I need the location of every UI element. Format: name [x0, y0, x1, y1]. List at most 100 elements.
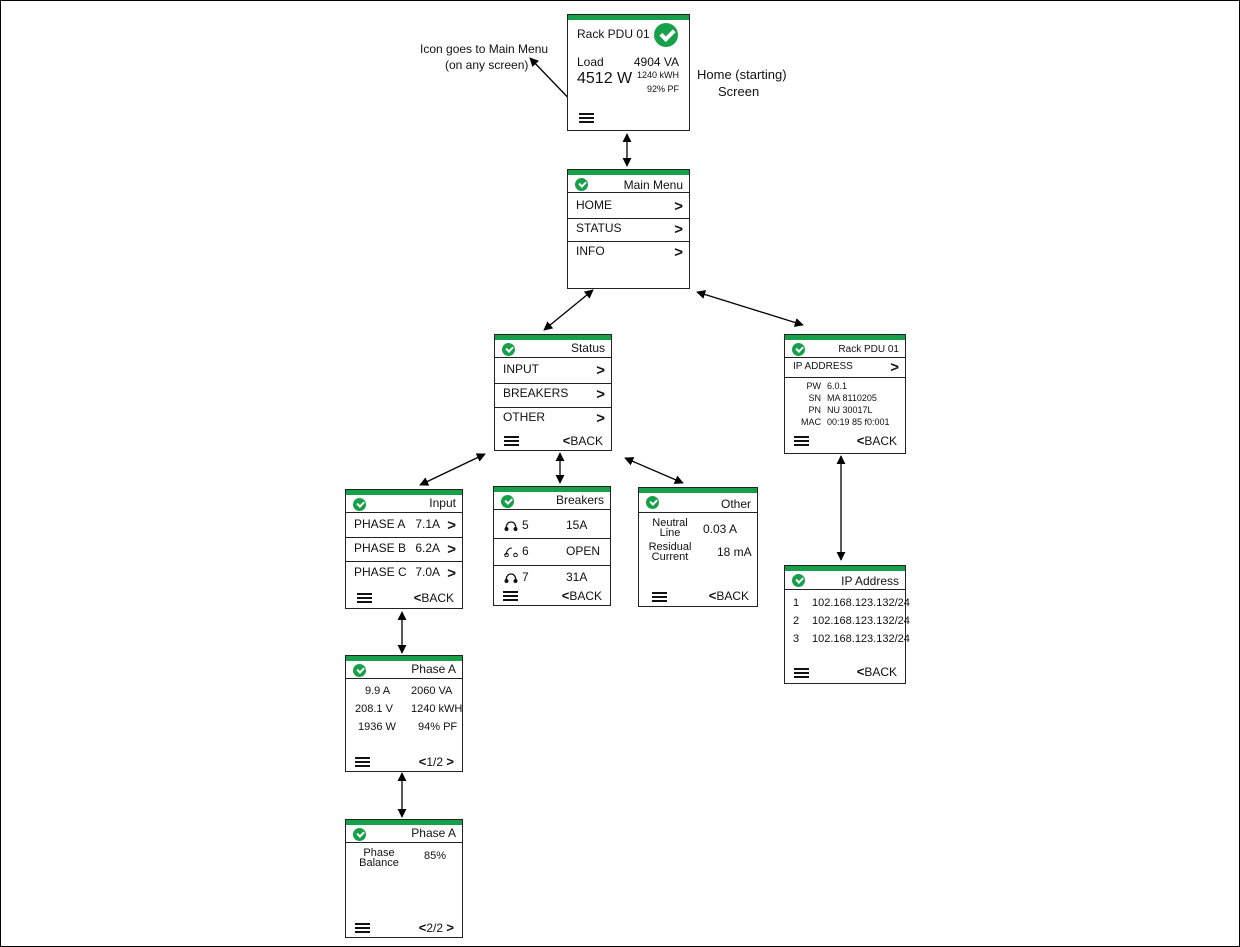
breaker-number: 6 [522, 544, 529, 558]
header-divider [568, 192, 689, 193]
phase-balance-label-2: Balance [359, 857, 399, 869]
phase-balance-label-1: Phase [363, 847, 395, 859]
info-screen: Rack PDU 01 IP ADDRESS > PW 6.0.1 SN MA … [784, 334, 906, 454]
load-kwh: 1240 kWH [636, 70, 679, 80]
check-icon [353, 828, 366, 841]
chevron-left-icon: < [562, 433, 571, 448]
ip-index: 2 [793, 615, 800, 627]
detail-value-sn: MA 8110205 [827, 393, 877, 403]
ip-value: 102.168.123.132/24 [812, 615, 910, 627]
breakers-screen: Breakers 5 15A 6 OPEN 7 31A <BACK [493, 486, 611, 606]
residual-label-1: Residual [648, 541, 692, 553]
phase-va: 2060 VA [411, 685, 453, 697]
phase-kwh: 1240 kWH [411, 703, 463, 715]
back-button[interactable]: <BACK [562, 588, 602, 603]
back-label: BACK [570, 434, 603, 448]
divider [495, 383, 611, 384]
divider [494, 565, 610, 566]
menu-icon[interactable] [794, 436, 809, 446]
chevron-left-icon: < [856, 433, 865, 448]
header-divider [494, 509, 610, 510]
back-label: BACK [864, 434, 897, 448]
header-divider [785, 357, 905, 358]
menu-item-info[interactable]: INFO > [568, 244, 689, 262]
menu-item-label: STATUS [576, 221, 622, 235]
chevron-right-icon[interactable]: > [446, 754, 454, 769]
chevron-left-icon[interactable]: < [418, 920, 427, 935]
phase-label: PHASE A [354, 517, 406, 531]
other-title: Other [720, 497, 751, 511]
chevron-right-icon[interactable]: > [446, 920, 454, 935]
breaker-number: 7 [522, 570, 529, 584]
divider [568, 241, 689, 242]
back-button[interactable]: <BACK [709, 588, 749, 603]
menu-icon[interactable] [357, 593, 372, 603]
other-screen: Other Neutral Line 0.03 A Residual Curre… [638, 487, 758, 607]
menu-icon[interactable] [794, 668, 809, 678]
chevron-right-icon: > [890, 359, 899, 376]
back-button[interactable]: <BACK [857, 664, 897, 679]
status-bar [346, 820, 462, 825]
neutral-label-1: Neutral [652, 517, 688, 529]
load-label: Load [577, 55, 604, 69]
status-item-label: INPUT [503, 362, 539, 376]
menu-icon[interactable] [503, 591, 518, 601]
status-item-label: OTHER [503, 410, 545, 424]
phase-a-title: Phase A [411, 662, 456, 676]
ip-value: 102.168.123.132/24 [812, 633, 910, 645]
chevron-right-icon: > [447, 517, 456, 534]
phase-a-title: Phase A [411, 826, 456, 840]
detail-value-pn: NU 30017L [827, 405, 873, 415]
home-screen: Rack PDU 01 Load 4904 VA 4512 W 1240 kWH… [567, 14, 690, 131]
breaker-closed-icon [504, 573, 518, 583]
status-bar [346, 656, 462, 661]
chevron-left-icon[interactable]: < [418, 754, 427, 769]
breaker-value: OPEN [566, 544, 601, 558]
detail-key-pw: PW [806, 381, 822, 391]
back-button[interactable]: <BACK [563, 433, 603, 448]
chevron-right-icon: > [447, 541, 456, 558]
status-screen: Status INPUT > BREAKERS > OTHER > <BACK [494, 334, 612, 451]
neutral-value: 0.03 A [703, 522, 738, 536]
chevron-right-icon: > [674, 198, 683, 215]
chevron-left-icon: < [856, 664, 865, 679]
input-screen: Input PHASE A 7.1A > PHASE B 6.2A > PHAS… [345, 489, 463, 609]
check-icon [501, 495, 514, 508]
chevron-right-icon: > [596, 386, 605, 403]
page-nav[interactable]: <1/2 > [419, 754, 454, 769]
chevron-right-icon: > [674, 221, 683, 238]
phase-balance-value: 85% [424, 850, 447, 862]
breaker-value: 31A [566, 570, 588, 584]
detail-value-mac: 00:19 85 f0:001 [827, 417, 890, 427]
residual-value: 18 mA [717, 545, 752, 559]
phase-label: PHASE C [354, 565, 407, 579]
menu-icon[interactable] [355, 757, 370, 767]
header-divider [785, 589, 905, 590]
detail-key-pn: PN [808, 405, 821, 415]
back-button[interactable]: <BACK [414, 590, 454, 605]
icon-note-line1: Icon goes to Main Menu [420, 42, 549, 56]
ip-index: 1 [793, 597, 800, 609]
info-item-label: IP ADDRESS [793, 361, 853, 372]
menu-icon[interactable] [579, 113, 594, 123]
chevron-left-icon: < [413, 590, 422, 605]
status-bar [346, 490, 462, 495]
check-icon [502, 343, 515, 356]
phase-a-screen-1: Phase A 9.9 A 2060 VA 208.1 V 1240 kWH 1… [345, 655, 463, 772]
menu-item-home[interactable]: HOME > [568, 198, 689, 216]
chevron-right-icon: > [447, 565, 456, 582]
page-nav[interactable]: <2/2 > [419, 920, 454, 935]
chevron-right-icon: > [596, 410, 605, 427]
home-note-line2: Screen [718, 84, 760, 99]
back-button[interactable]: <BACK [857, 433, 897, 448]
header-divider [346, 512, 462, 513]
menu-item-status[interactable]: STATUS > [568, 221, 689, 239]
header-divider [346, 678, 462, 679]
menu-icon[interactable] [504, 436, 519, 446]
divider [346, 537, 462, 538]
check-icon [353, 664, 366, 677]
phase-label: PHASE B [354, 541, 407, 555]
menu-icon[interactable] [355, 923, 370, 933]
phase-watts: 1936 W [358, 721, 396, 733]
menu-icon[interactable] [652, 592, 667, 602]
